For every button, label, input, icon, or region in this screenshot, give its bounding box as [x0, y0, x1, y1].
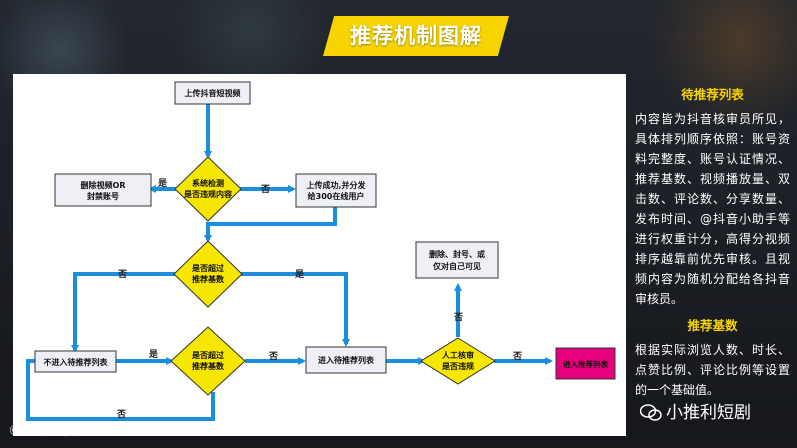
node-enter-pending-label: 进入待推荐列表 — [318, 355, 375, 365]
page-title: 推荐机制图解 — [350, 24, 482, 48]
node-delete-fine-line2: 仅对自己可见 — [432, 261, 481, 271]
node-upload — [174, 81, 251, 105]
side-description: 待推荐列表 内容皆为抖音核审员所见，具体排列顺序依照：账号资料完整度、账号认证情… — [635, 80, 790, 406]
edge-label-no3: 否 — [268, 351, 278, 362]
node-enter-pending — [305, 346, 387, 374]
edge-label-no5: 否 — [512, 351, 522, 362]
arrow-exceed1-no — [71, 272, 176, 353]
node-delete-fine-line1: 删除、封号、或 — [429, 249, 485, 259]
wechat-icon — [639, 404, 662, 422]
node-delete-ban-line1: 删除视频OR — [81, 180, 126, 190]
node-upload-success — [295, 173, 377, 208]
node-manual-review-line2: 是否违规 — [441, 361, 474, 371]
node-system-check — [174, 156, 242, 222]
side-heading-pending: 待推荐列表 — [681, 87, 744, 102]
watermark-right: 小推利短剧 — [639, 398, 751, 423]
title-banner — [323, 16, 509, 56]
node-upload-success-line1: 上传成功,并分发 — [306, 180, 366, 190]
edge-label-no2: 否 — [117, 269, 127, 280]
side-paragraph-pending: 内容皆为抖音核审员所见，具体排列顺序依照：账号资料完整度、账号认证情况、推荐基数… — [635, 112, 790, 306]
diagram-panel: 是 否 否 是 是 否 否 否 否 上传抖音短 — [13, 74, 626, 436]
edge-label-yes2: 是 — [294, 269, 305, 280]
edge-label-no4: 否 — [453, 312, 463, 323]
flowchart: 是 否 否 是 是 否 否 否 否 上传抖音短 — [26, 81, 616, 421]
node-system-check-line2: 是否违规内容 — [183, 189, 232, 199]
node-manual-review-line1: 人工核审 — [442, 350, 474, 360]
edge-label-no1: 否 — [260, 184, 270, 195]
node-not-enter — [34, 350, 117, 373]
arrow-success-exceed1 — [204, 207, 337, 243]
node-upload-success-line2: 给300在线用户 — [308, 191, 365, 201]
arrow-exceed2-no-loop — [26, 359, 215, 421]
node-exceed1 — [173, 240, 243, 308]
node-delete-ban — [54, 173, 152, 207]
side-heading-base: 推荐基数 — [687, 318, 738, 333]
watermark-right-text: 小推利短剧 — [666, 403, 751, 423]
edge-label-no-bottom: 否 — [116, 409, 126, 420]
node-manual-review — [420, 337, 496, 385]
node-exceed2-line2: 推荐基数 — [192, 361, 225, 371]
node-system-check-line1: 系统检测 — [192, 178, 224, 188]
arrow-exceed1-yes — [240, 272, 350, 347]
node-exceed2-line1: 是否超过 — [191, 350, 224, 360]
edge-label-yes3: 是 — [148, 349, 159, 360]
node-exceed1-line1: 是否超过 — [191, 263, 224, 273]
edge-label-yes1: 是 — [157, 178, 168, 189]
node-enter-recommend-label: 进入推荐列表 — [563, 359, 608, 369]
node-exceed1-line2: 推荐基数 — [192, 274, 225, 284]
node-not-enter-label: 不进入待推荐列表 — [44, 357, 109, 367]
node-upload-label: 上传抖音短视频 — [185, 88, 241, 98]
watermark-left: © 大树跨境 — [8, 423, 83, 439]
side-paragraph-base: 根据实际浏览人数、时长、点赞比例、评论比例等设置的一个基础值。 — [635, 343, 790, 397]
node-enter-recommend — [555, 347, 616, 380]
node-exceed2 — [170, 326, 246, 396]
node-delete-fine — [415, 241, 499, 279]
node-delete-ban-line2: 封禁账号 — [87, 191, 119, 201]
